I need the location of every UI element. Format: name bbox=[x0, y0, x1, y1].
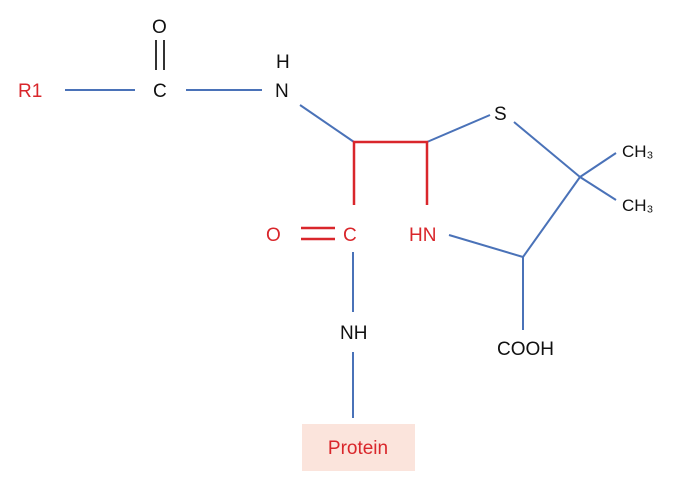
methyl-1-label: CH₃ bbox=[622, 142, 653, 161]
protein-label: Protein bbox=[328, 438, 388, 459]
bond-s-cq bbox=[513, 121, 581, 178]
lactam-hn-label: HN bbox=[409, 225, 436, 246]
lactam-c-label: C bbox=[343, 225, 357, 246]
carbonyl-c-label: C bbox=[153, 81, 167, 102]
protein-box bbox=[302, 424, 415, 471]
bond-ring-s bbox=[426, 114, 491, 143]
bond-cq-ch3-1 bbox=[579, 152, 617, 178]
beta-lactam-ring-bonds bbox=[352, 140, 429, 205]
methyl-2-label: CH₃ bbox=[622, 196, 653, 215]
carboxyl-label: COOH bbox=[497, 339, 554, 360]
bond-cq-ch bbox=[522, 176, 581, 258]
r1-label: R1 bbox=[18, 81, 42, 102]
carbonyl-o-label: O bbox=[152, 17, 167, 38]
bond-cq-ch3-2 bbox=[579, 176, 617, 201]
sulfur-label: S bbox=[494, 104, 507, 125]
lactam-o-label: O bbox=[266, 225, 281, 246]
bond-ch-hn bbox=[448, 234, 524, 258]
bond-n-ring bbox=[299, 104, 355, 143]
protein-nh-label: NH bbox=[340, 323, 367, 344]
amide-h-label: H bbox=[276, 52, 290, 73]
amide-n-label: N bbox=[275, 81, 289, 102]
